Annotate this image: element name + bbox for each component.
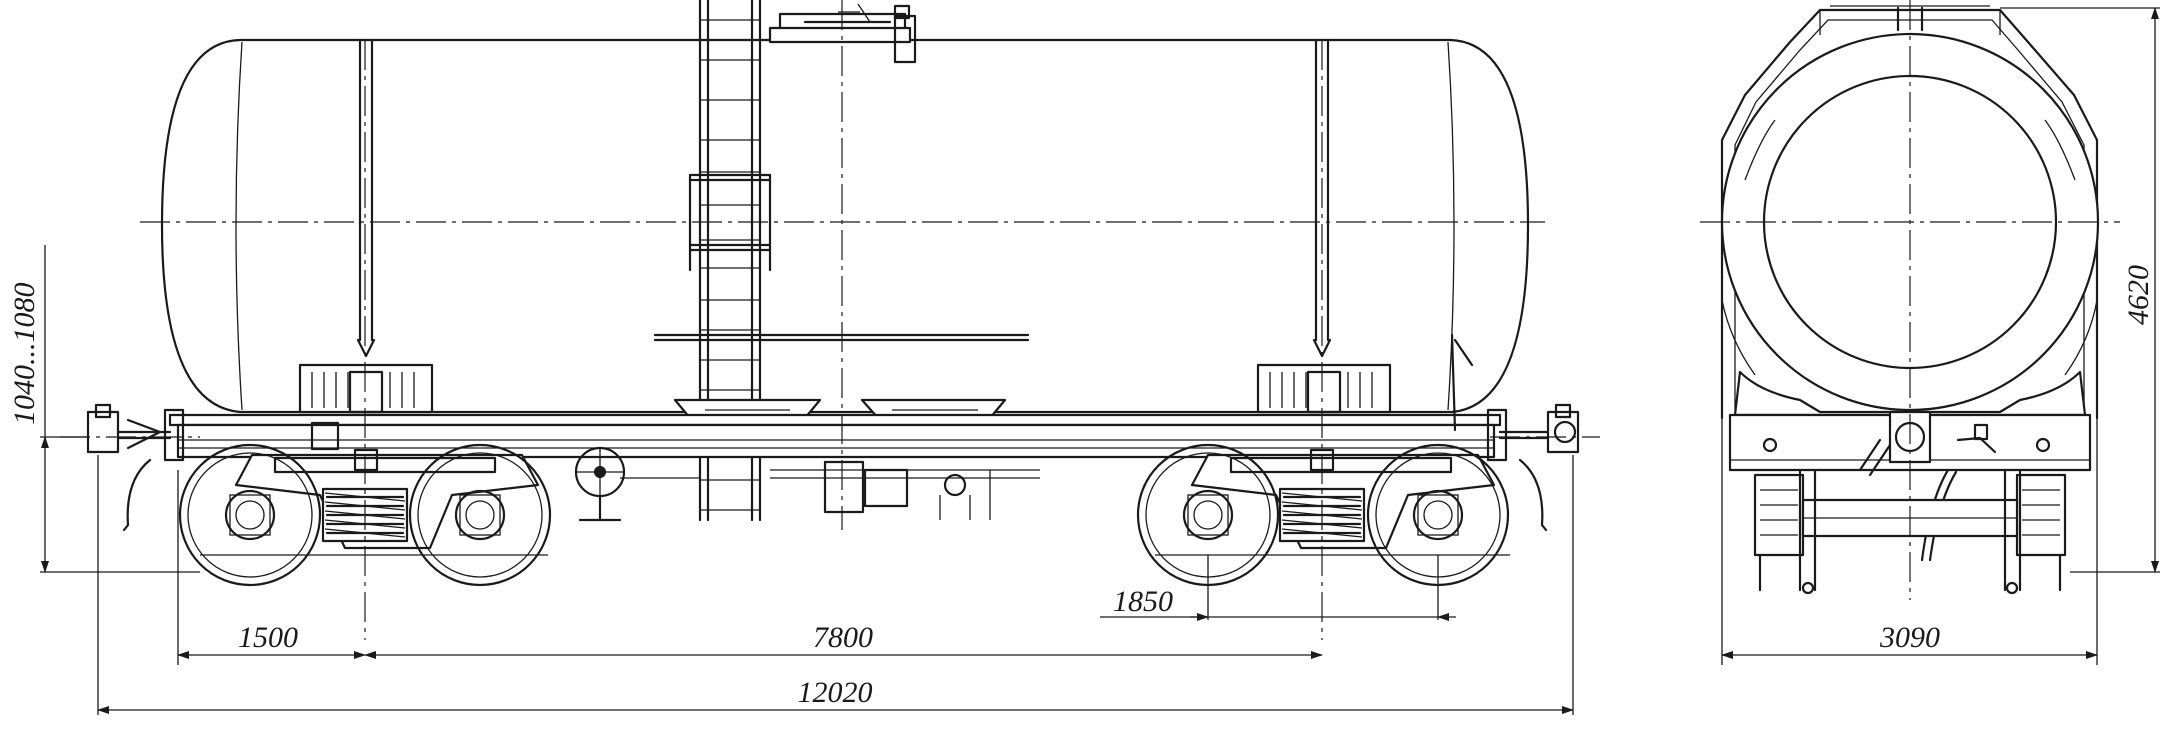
tank-cradle-right — [1256, 363, 1392, 414]
tank-barrel — [160, 38, 1530, 414]
tank-cradle-left — [298, 363, 434, 414]
ladder — [688, 0, 772, 522]
dim-text-overall-width: 3090 — [1879, 621, 1940, 654]
end-view-cradle — [1733, 370, 2087, 417]
dimension-overall-height: 4620 — [2122, 7, 2159, 573]
dimension-coupler-height: 1040...1080 — [8, 245, 49, 573]
dim-text-coupler-height: 1040...1080 — [8, 283, 41, 426]
underframe — [163, 408, 1508, 462]
dim-text-bogie-wheelbase: 1850 — [1113, 585, 1173, 618]
dim-text-overall-height: 4620 — [2122, 265, 2155, 325]
brake-hose-right — [1518, 458, 1548, 532]
tank-band-left — [356, 38, 376, 358]
dim-text-overall-length: 12020 — [798, 676, 873, 709]
dimension-overhang: 1500 — [177, 621, 366, 659]
dim-text-bogie-centers: 7800 — [813, 621, 873, 654]
bogie-left — [178, 443, 552, 587]
tank-tie-rod — [1450, 333, 1474, 432]
coupler-left — [86, 403, 172, 532]
brake-hose-left — [122, 458, 152, 532]
bogie-right — [1136, 443, 1510, 587]
tank-head-left-seam — [235, 41, 243, 411]
dim-text-overhang: 1500 — [238, 621, 298, 654]
tank-head-right-seam — [1447, 41, 1455, 411]
brake-equipment — [620, 460, 1040, 520]
dimension-bogie-wheelbase: 1850 — [1100, 585, 1456, 621]
extension-lines — [40, 436, 1574, 715]
coupler-right — [1498, 403, 1580, 532]
dimension-overall-width: 3090 — [1721, 621, 2098, 659]
dimension-bogie-centers: 7800 — [364, 621, 1323, 659]
end-view — [1700, 0, 2160, 665]
hand-brake-wheel — [574, 446, 626, 522]
side-view — [40, 0, 1600, 715]
dimension-overall-length: 12020 — [97, 676, 1574, 714]
